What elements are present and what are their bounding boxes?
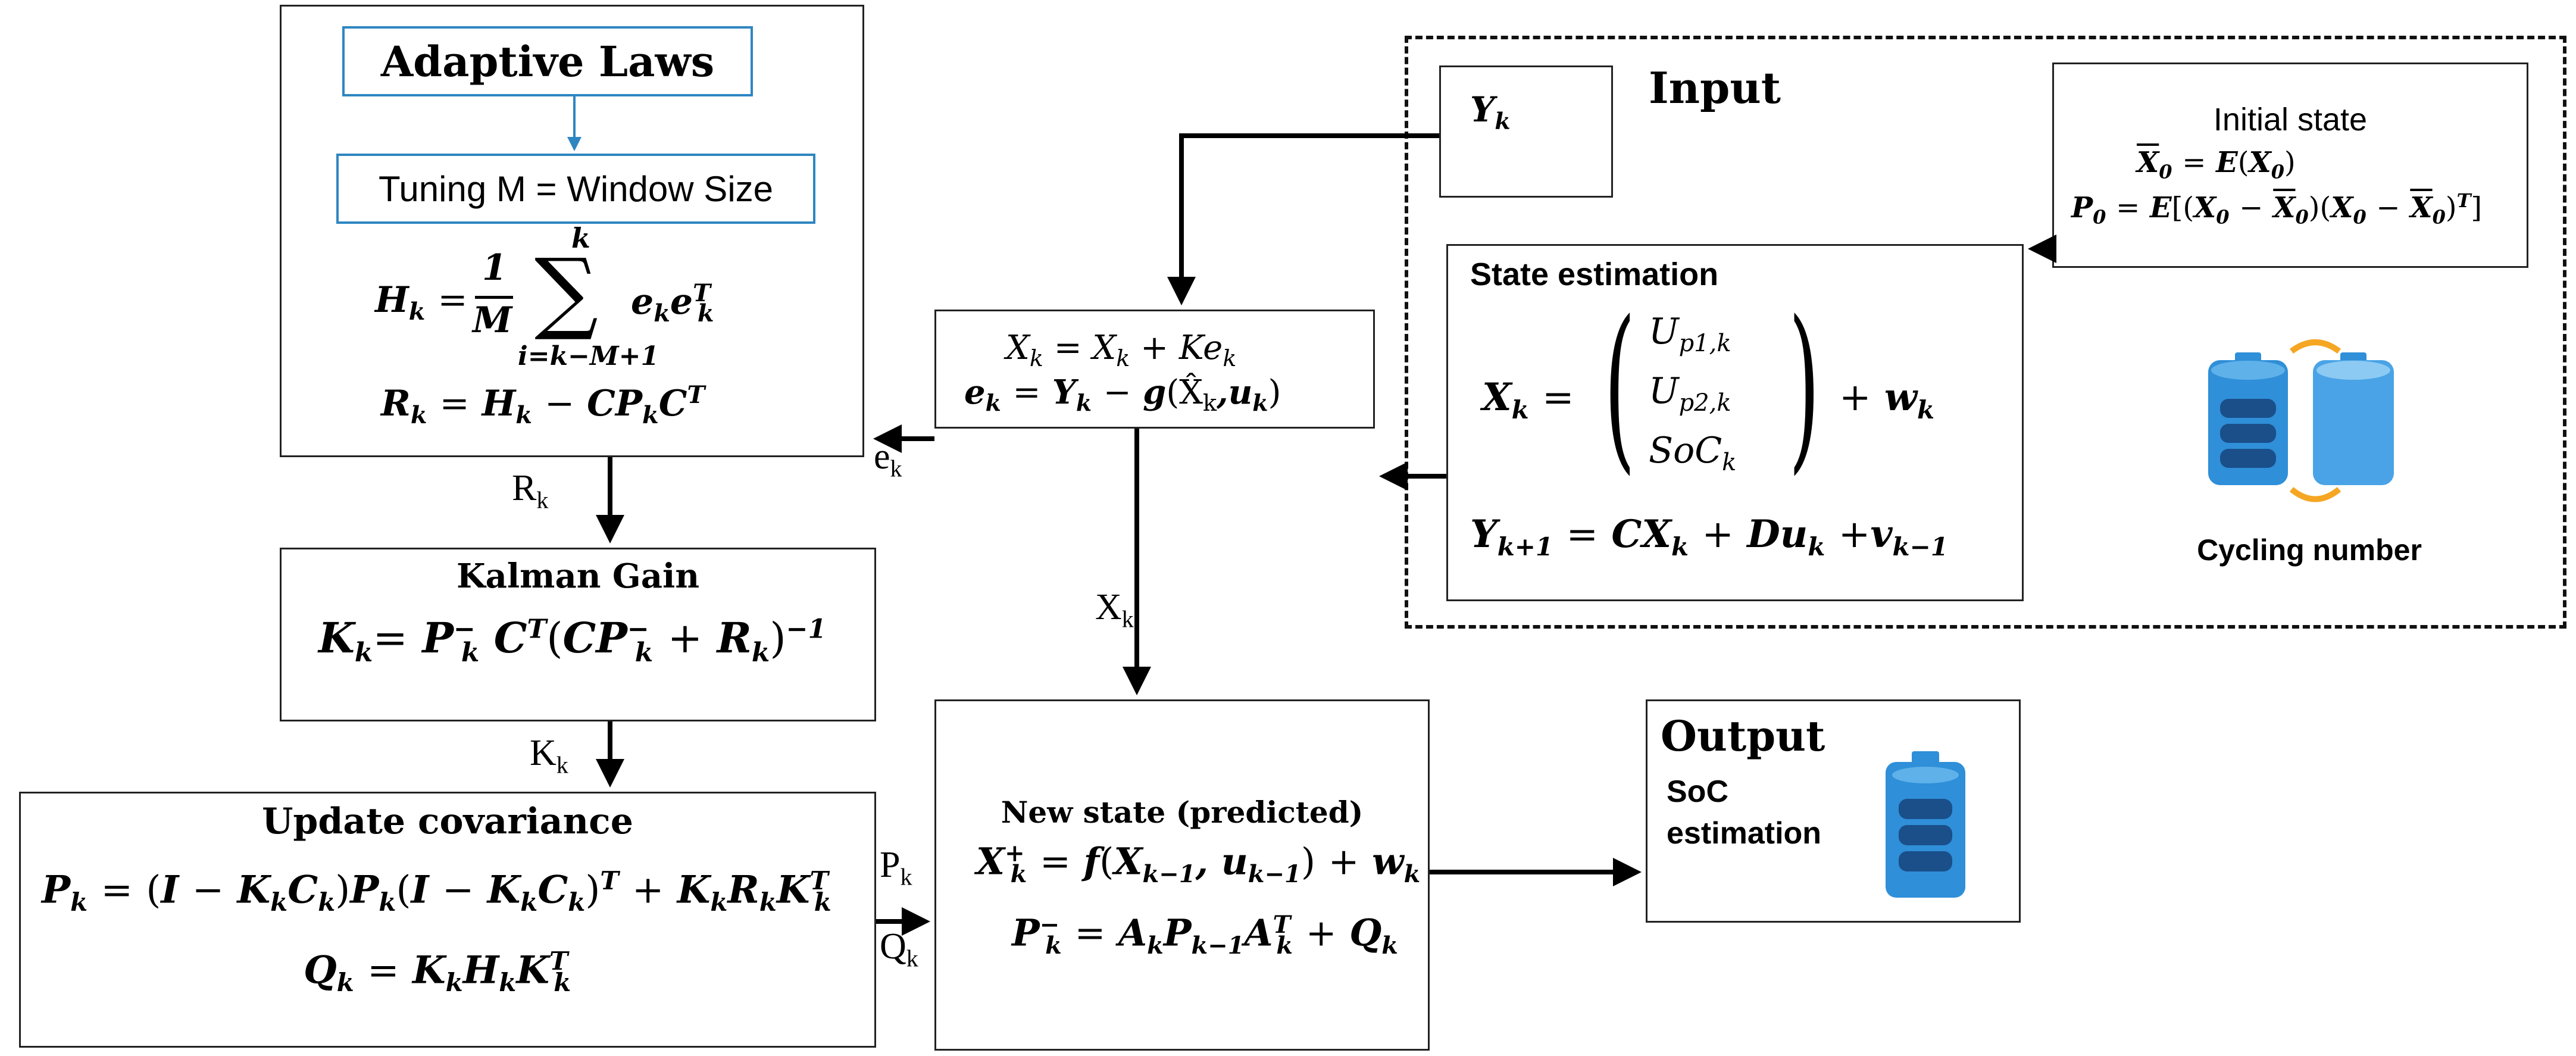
output-title: Output [1661, 711, 1825, 761]
tuning-text: Tuning M = Window Size [378, 168, 774, 209]
state-y-equation: Yk+1 = CXk + Duk +vk−1 [1470, 512, 1949, 561]
initial-state-box [2052, 63, 2528, 268]
cycling-number-label: Cycling number [2197, 533, 2422, 567]
cycle-battery-icon [2208, 339, 2394, 502]
qk-update-equation: Qk = KkHkKTk [304, 946, 571, 998]
yk-box [1439, 65, 1613, 198]
state-estimation-box [1446, 244, 2024, 601]
hk-equation: Hk = 1 M k ∑ i=k−M+1 ekeTk [375, 222, 714, 371]
yk-label: Yk [1470, 89, 1511, 135]
yk-arrow [1167, 133, 1439, 305]
correction-box [934, 310, 1375, 429]
update-covariance-box [19, 792, 876, 1048]
new-state-p-equation: P−k = AkPk−1ATk + Qk [1012, 911, 1398, 960]
adaptive-laws-title-box: Adaptive Laws [342, 26, 753, 96]
kalman-gain-title: Kalman Gain [456, 557, 700, 596]
adaptive-laws-title: Adaptive Laws [380, 36, 715, 86]
xk-arrow-label: Xk [1095, 587, 1134, 633]
new-state-box [934, 699, 1430, 1051]
kk-arrow-label: Kk [530, 733, 568, 779]
initial-xbar-equation: X0 = E(X0) [2137, 146, 2296, 183]
output-desc-line2: estimation [1667, 816, 1822, 851]
output-desc-line1: SoC [1667, 774, 1728, 809]
correction-equation-ek: ek = Yk − g(X̂k,uk) [964, 373, 1281, 417]
pk-update-equation: Pk = (I − KkCk)Pk(I − KkCk)T + KkRkKTk [42, 866, 831, 917]
rk-equation: Rk = Hk − CPkCT [381, 381, 705, 429]
initial-state-title: Initial state [2213, 102, 2368, 138]
rk-arrow-label: Rk [512, 468, 549, 514]
state-estimation-title: State estimation [1470, 257, 1719, 292]
tuning-box: Tuning M = Window Size [336, 154, 815, 224]
pk-arrow-label: Pk [880, 845, 912, 891]
output-battery-icon [1886, 751, 1965, 898]
kalman-gain-equation: Kk= P−k CT(CP−k + Rk)−1 [318, 613, 827, 668]
input-title: Input [1649, 63, 1781, 113]
state-x-equation: Xk = ( Up1,k Up2,k SoCk ) + wk [1482, 283, 1935, 490]
kalman-gain-box [280, 548, 876, 721]
new-state-x-equation: X+k = f(Xk−1, uk−1) + wk [976, 839, 1421, 889]
input-region [1405, 36, 2566, 629]
correction-equation-xk: Xk = Xk + Kek [1006, 329, 1237, 372]
initial-p-equation: P0 = E[(X0 − X0)(X0 − X0)T] [2071, 189, 2483, 229]
new-state-title: New state (predicted) [1001, 795, 1364, 830]
update-covariance-title: Update covariance [262, 801, 633, 842]
